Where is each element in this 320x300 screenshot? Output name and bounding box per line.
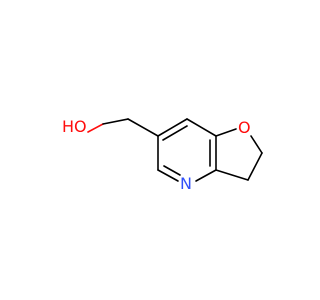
bonds <box>87 118 263 182</box>
bond-hydroxyl-ch2-carbon <box>102 118 129 125</box>
ring-oxygen-label: O <box>238 118 251 137</box>
bond-o1-c2 <box>250 135 263 154</box>
hydroxyl-label: HO <box>62 117 87 136</box>
structure-canvas: HO O N <box>62 117 263 193</box>
bond-c6-c7 <box>157 118 188 137</box>
bond-hydroxyl-ch2 <box>87 123 104 133</box>
molecule-structure: HO O N <box>62 117 263 193</box>
bond-n-c5 <box>157 169 179 182</box>
bond-c6-c7-double <box>162 125 188 141</box>
bond-c3a-n <box>195 169 217 182</box>
bond-c7-c7a <box>186 118 217 137</box>
bond-c7a-o1 <box>215 128 237 137</box>
bond-c3-c3a <box>215 169 249 181</box>
bond-c2-c3 <box>247 152 263 181</box>
atom-labels: HO O N <box>62 117 251 193</box>
bond-n-c5-double <box>163 165 181 176</box>
bond-ch2-c6 <box>127 118 159 137</box>
ring-nitrogen-label: N <box>180 174 192 193</box>
